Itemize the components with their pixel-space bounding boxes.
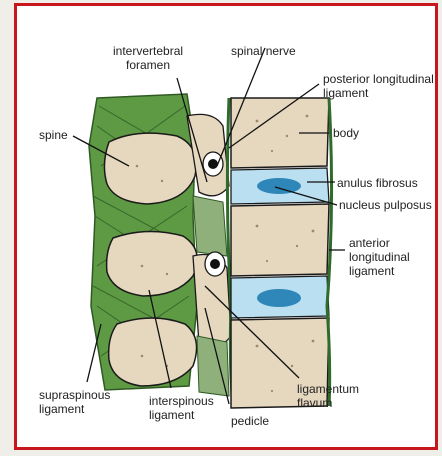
label-interspinous-ligament: interspinous ligament	[149, 394, 214, 422]
nucleus-pulposus-2	[257, 289, 301, 307]
spinous-process-lower	[109, 318, 197, 386]
label-nucleus-pulposus: nucleus pulposus	[339, 198, 432, 212]
label-posterior-longitudinal-ligament: posterior longitudinal ligament	[323, 72, 434, 100]
diagram-frame: intervertebral foramen spinal nerve post…	[14, 3, 438, 450]
nucleus-pulposus-1	[257, 178, 301, 194]
label-spinal-nerve: spinal nerve	[231, 44, 296, 58]
label-intervertebral-foramen: intervertebral foramen	[113, 44, 183, 72]
ligamentum-flavum-band	[193, 196, 227, 256]
label-pedicle: pedicle	[231, 414, 269, 428]
label-body: body	[333, 126, 359, 140]
label-ligamentum-flavum: ligamentum flavum	[297, 382, 359, 410]
spinous-process-upper	[104, 133, 196, 204]
vertebral-body-2	[231, 204, 329, 276]
label-spine: spine	[39, 128, 68, 142]
label-anulus-fibrosus: anulus fibrosus	[337, 176, 418, 190]
label-supraspinous-ligament: supraspinous ligament	[39, 388, 110, 416]
label-anterior-longitudinal-ligament: anterior longitudinal ligament	[349, 236, 410, 278]
